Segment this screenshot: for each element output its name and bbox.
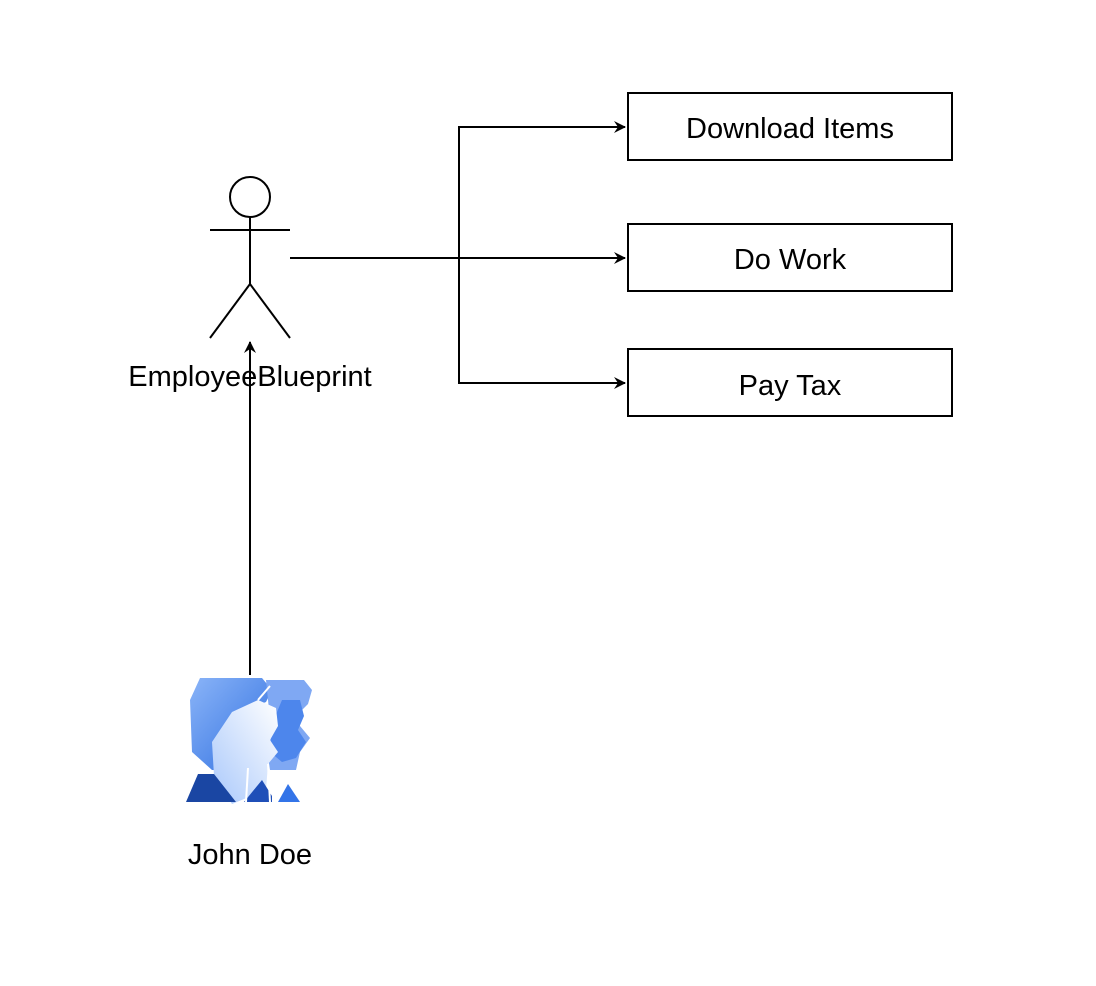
action-box bbox=[627, 348, 953, 417]
edge-actor-to-download-items[interactable] bbox=[290, 121, 626, 259]
instance-label: John Doe bbox=[188, 839, 312, 871]
actor-node[interactable]: EmployeeBlueprint bbox=[128, 176, 372, 393]
edges bbox=[244, 121, 626, 675]
instance-node[interactable]: John Doe bbox=[186, 678, 312, 871]
action-box bbox=[627, 223, 953, 292]
stick-figure-actor-icon bbox=[209, 176, 291, 339]
action-label-pay-tax: Pay Tax bbox=[739, 370, 842, 402]
action-label-do-work: Do Work bbox=[734, 244, 847, 276]
action-node-download-items[interactable]: Download Items bbox=[627, 92, 953, 161]
action-node-pay-tax[interactable]: Pay Tax bbox=[627, 348, 953, 417]
action-box bbox=[627, 92, 953, 161]
users-group-icon bbox=[186, 678, 312, 804]
action-node-do-work[interactable]: Do Work bbox=[627, 223, 953, 292]
actor-label: EmployeeBlueprint bbox=[128, 361, 371, 393]
action-label-download-items: Download Items bbox=[686, 113, 894, 145]
edge-actor-to-pay-tax[interactable] bbox=[290, 257, 626, 389]
